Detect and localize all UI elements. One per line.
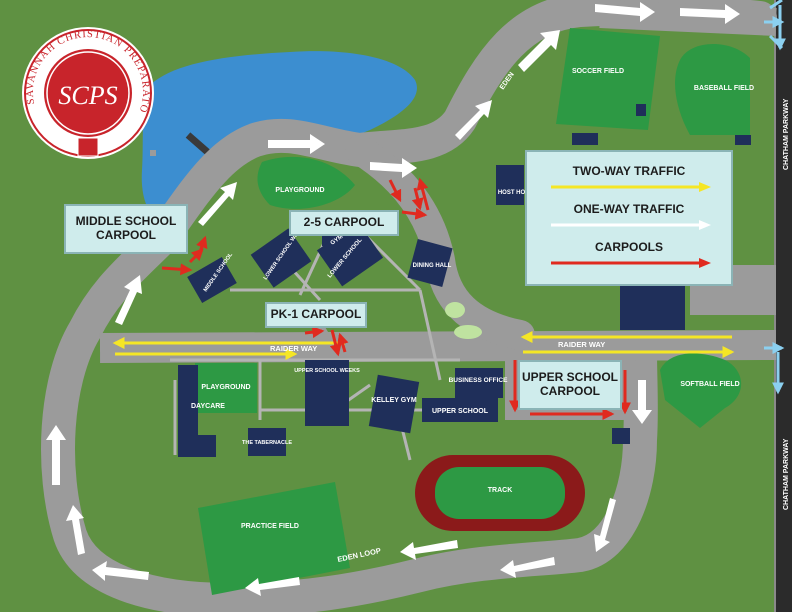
carpool-arrows	[161, 177, 631, 420]
softball-field	[660, 353, 742, 428]
road-label-chatham-bottom: CHATHAM PARKWAY	[783, 438, 790, 510]
middle-school-building	[187, 257, 237, 303]
courtyard-lawn	[445, 302, 465, 318]
soccer-field	[556, 28, 660, 130]
playground-south	[195, 363, 257, 413]
callout-upper-school-carpool: UPPER SCHOOL CARPOOL	[518, 360, 622, 410]
one-way-arrow	[115, 275, 142, 325]
playground-north	[257, 156, 355, 209]
label-track: TRACK	[488, 487, 513, 494]
label-playground-north: PLAYGROUND	[275, 187, 324, 194]
label-tabernacle: THE TABERNACLE	[242, 440, 292, 446]
courtyard-lawn-2	[454, 325, 482, 339]
upper-school-building	[422, 398, 498, 422]
seal-monogram: SCPS	[58, 81, 117, 110]
business-office-building	[455, 368, 503, 398]
callout-middle-school-carpool-text: MIDDLE SCHOOL CARPOOL	[75, 214, 177, 242]
one-way-arrow	[268, 134, 325, 154]
one-way-arrow	[92, 561, 149, 581]
buildings	[178, 104, 751, 457]
legend-two-way-arrow	[551, 182, 711, 192]
legend-carpools-arrow	[551, 258, 711, 268]
track-infield	[435, 467, 565, 519]
eden-road-top	[599, 0, 777, 36]
one-way-arrow	[400, 540, 458, 560]
one-way-arrow	[245, 577, 300, 596]
baseball-field	[675, 43, 750, 135]
one-way-arrows	[46, 2, 740, 596]
label-baseball-field: BASEBALL FIELD	[694, 85, 754, 92]
callout-pk-1-carpool: PK-1 CARPOOL	[265, 302, 367, 328]
one-way-arrow	[518, 30, 560, 72]
practice-field	[198, 482, 350, 595]
label-playground-south: PLAYGROUND	[201, 384, 250, 391]
one-way-arrow	[595, 2, 655, 22]
callout-upper-school-carpool-text: UPPER SCHOOL CARPOOL	[521, 370, 618, 398]
label-daycare: DAYCARE	[191, 403, 225, 410]
one-way-arrow	[455, 100, 492, 140]
label-host-home: HOST HOME	[498, 190, 534, 196]
daycare-building	[178, 365, 198, 457]
one-way-arrow	[370, 158, 417, 178]
raider-way-road	[99, 330, 777, 363]
label-softball-field: SOFTBALL FIELD	[680, 381, 739, 388]
lower-school-building	[316, 221, 384, 287]
one-way-arrow	[500, 557, 555, 578]
lower-school-west-building	[250, 228, 312, 288]
road-label-raider-way-west: RAIDER WAY	[270, 344, 317, 353]
legend-carpools-label: CARPOOLS	[594, 240, 663, 254]
callout-pk-1-carpool-text: PK-1 CARPOOL	[270, 307, 362, 322]
eden-loop-road	[41, 0, 777, 612]
label-dining-hall: DINING HALL	[413, 263, 452, 269]
east-building	[620, 282, 685, 330]
school-seal: SAVANNAH CHRISTIAN PREPARATORY SCHOOL SC…	[0, 0, 154, 159]
north-parking	[150, 150, 156, 156]
road-label-chatham-top: CHATHAM PARKWAY	[783, 98, 790, 170]
entry-arrows	[764, 0, 786, 395]
one-way-arrow	[594, 498, 616, 552]
seal-crest-icon	[77, 137, 99, 157]
label-kelley-gym: KELLEY GYM	[371, 397, 417, 404]
chatham-parkway	[776, 0, 792, 612]
upper-school-weeks-building	[305, 360, 349, 426]
host-home-building	[496, 165, 524, 205]
callout-2-5-carpool-text: 2-5 CARPOOL	[303, 215, 385, 230]
legend-one-way-arrow	[551, 220, 711, 230]
traffic-legend: TWO-WAY TRAFFIC ONE-WAY TRAFFIC CARPOOLS	[525, 150, 733, 286]
callout-2-5-carpool: 2-5 CARPOOL	[289, 210, 399, 236]
callout-middle-school-carpool: MIDDLE SCHOOL CARPOOL	[64, 204, 188, 254]
label-practice-field: PRACTICE FIELD	[241, 523, 299, 530]
one-way-arrow	[632, 380, 652, 424]
road-label-raider-way-east: RAIDER WAY	[558, 340, 605, 349]
kelley-gym-building	[368, 374, 420, 434]
label-soccer-field: SOCCER FIELD	[572, 68, 624, 75]
one-way-arrow	[680, 4, 740, 24]
one-way-arrow	[46, 425, 66, 485]
one-way-arrow	[198, 182, 237, 226]
label-upper-school-weeks: UPPER SCHOOL WEEKS	[294, 368, 360, 374]
one-way-arrow	[66, 505, 85, 555]
legend-two-way-label: TWO-WAY TRAFFIC	[572, 164, 686, 178]
dining-hall-building	[407, 239, 453, 287]
label-business-office: BUSINESS OFFICE	[449, 377, 509, 384]
legend-one-way-label: ONE-WAY TRAFFIC	[573, 202, 685, 216]
label-upper-school: UPPER SCHOOL	[432, 408, 489, 415]
tabernacle-building	[248, 428, 286, 456]
